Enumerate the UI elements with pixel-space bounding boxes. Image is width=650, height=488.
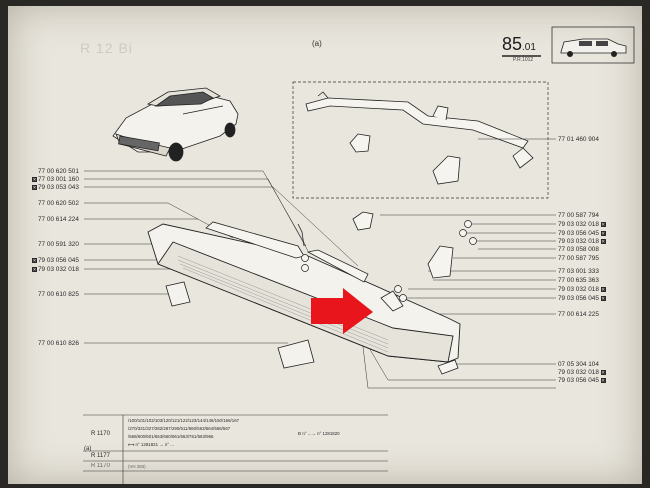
part-label-left: ✕77 03 001 160 [32, 176, 79, 183]
table-row: (VH 283) [128, 464, 146, 469]
table-row: ⟷ n° 1281821 → n° ... [128, 442, 174, 447]
part-label-left: 77 00 610 826 [38, 340, 79, 347]
part-label-right: 79 03 056 045 ✕ [558, 377, 606, 384]
table-label: (a) [84, 446, 92, 452]
part-label-left: ✕79 03 032 018 [32, 266, 79, 273]
red-arrow-icon [311, 288, 373, 334]
exploded-diagram [83, 26, 635, 484]
part-label-left: ✕79 03 056 045 [32, 257, 79, 264]
table-row: /100/101/102/103/120/121/122/123/144/146… [128, 418, 240, 423]
part-label-left: 77 00 620 501 [38, 168, 79, 175]
part-label-right: 79 03 056 045 ✕ [558, 295, 606, 302]
bumper [147, 223, 461, 363]
table-row-suffix: Ð n° ...→ n° 1281820 [298, 431, 340, 436]
part-label-right: 77 03 058 008 [558, 246, 599, 253]
part-label-right: 79 03 032 018 ✕ [558, 286, 606, 293]
table-row: /270/321/327/282/287/290/511/560/563/564… [128, 426, 231, 431]
part-label-right: 77 00 587 794 [558, 212, 599, 219]
page-sub-label: P.R.1012 [513, 57, 534, 63]
part-label-right: 79 03 032 018 ✕ [558, 369, 606, 376]
table-row: /568/600/601/663/660/661/663/761/663/966 [128, 434, 214, 439]
part-label-left: 77 00 610 825 [38, 291, 79, 298]
figure-label: (a) [312, 39, 322, 48]
page-number: 85.01 [502, 34, 536, 54]
part-label-right: 77 00 587 795 [558, 255, 599, 262]
car-thumbnail-icon [551, 26, 635, 64]
part-label-right: 79 03 056 045 ✕ [558, 230, 606, 237]
car-illustration [112, 87, 239, 162]
part-label-right: 79 03 032 018 ✕ [558, 221, 606, 228]
ghost-title: R 12 Bi [80, 40, 133, 56]
table-model: R 1170 [91, 463, 110, 469]
table-model: R 1177 [91, 453, 110, 459]
part-label-left: ✕79 03 053 043 [32, 184, 79, 191]
part-label-right: 77 00 635 363 [558, 277, 599, 284]
part-label-right: 77 01 460 904 [558, 136, 599, 143]
reinforcement-bar [305, 91, 534, 185]
table-model: R 1170 [91, 431, 110, 437]
part-label-right: 07 05 304 104 [558, 361, 599, 368]
part-label-left: 77 00 620 502 [38, 200, 79, 207]
part-label-right: 77 00 614 225 [558, 311, 599, 318]
catalog-page: R 12 Bi (a) 85.01 P.R.1012 [8, 6, 642, 484]
part-label-right: 77 03 001 333 [558, 268, 599, 275]
part-label-right: 79 03 032 018 ✕ [558, 238, 606, 245]
part-label-left: 77 00 591 320 [38, 241, 79, 248]
part-label-left: 77 00 614 224 [38, 216, 79, 223]
